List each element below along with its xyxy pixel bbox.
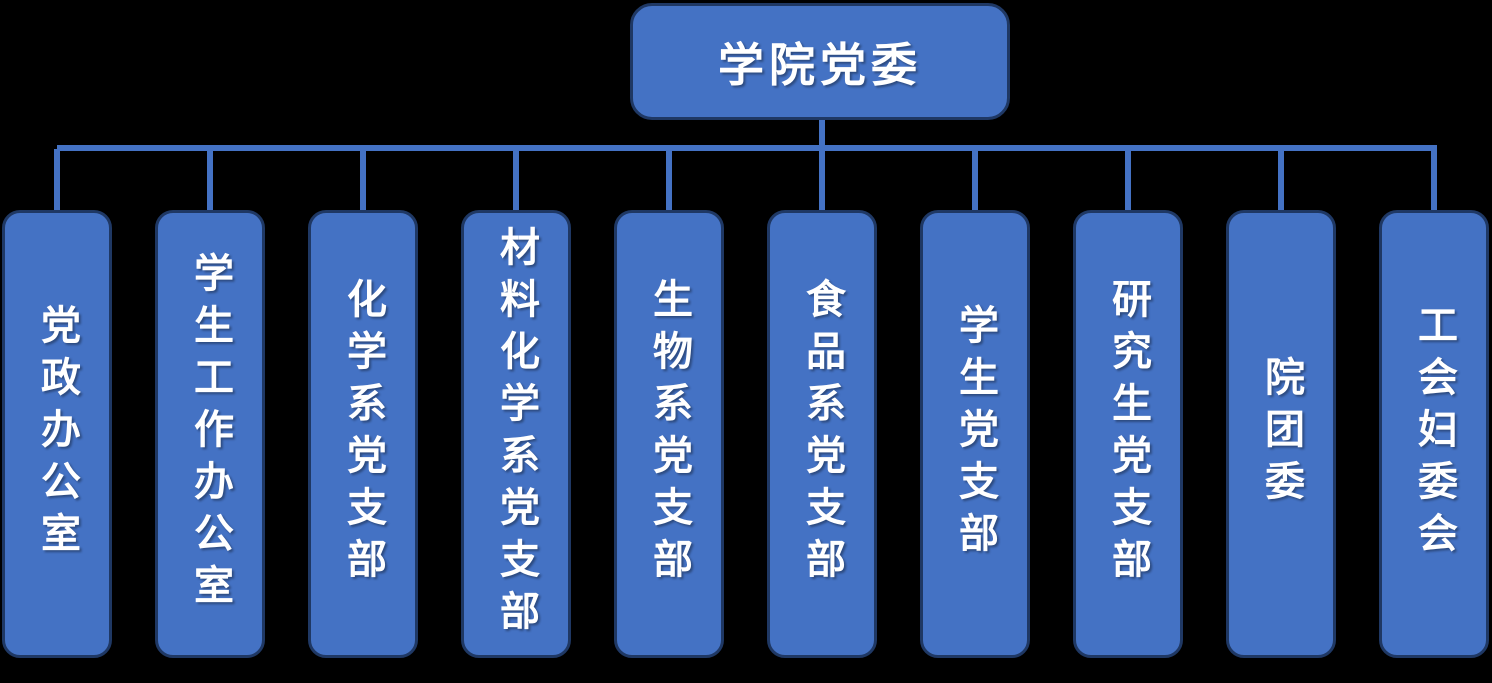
node-label: 生物系党支部 bbox=[647, 278, 691, 590]
connector-horizontal-bus bbox=[57, 145, 1437, 151]
connector-drop-1 bbox=[54, 149, 60, 211]
node-label: 学生工作办公室 bbox=[188, 252, 232, 616]
connector-drop-4 bbox=[513, 149, 519, 211]
connector-drop-9 bbox=[1278, 149, 1284, 211]
node-union-womens-committee: 工会妇委会 bbox=[1379, 210, 1489, 658]
node-food-science-dept-party-branch: 食品系党支部 bbox=[767, 210, 877, 658]
node-label: 工会妇委会 bbox=[1412, 304, 1456, 564]
connector-drop-2 bbox=[207, 149, 213, 211]
connector-drop-8 bbox=[1125, 149, 1131, 211]
connector-trunk bbox=[819, 120, 825, 150]
node-label: 研究生党支部 bbox=[1106, 278, 1150, 590]
connector-drop-10 bbox=[1431, 149, 1437, 211]
node-label: 化学系党支部 bbox=[341, 278, 385, 590]
root-node-college-party-committee: 学院党委 bbox=[630, 3, 1010, 120]
connector-drop-6 bbox=[819, 149, 825, 211]
node-label: 材料化学系党支部 bbox=[494, 226, 538, 642]
node-label: 学生党支部 bbox=[953, 304, 997, 564]
root-node-label: 学院党委 bbox=[718, 38, 922, 91]
node-label: 食品系党支部 bbox=[800, 278, 844, 590]
node-biology-dept-party-branch: 生物系党支部 bbox=[614, 210, 724, 658]
node-college-youth-league: 院团委 bbox=[1226, 210, 1336, 658]
node-label: 党政办公室 bbox=[35, 304, 79, 564]
node-student-party-branch: 学生党支部 bbox=[920, 210, 1030, 658]
connector-drop-5 bbox=[666, 149, 672, 211]
node-student-affairs-office: 学生工作办公室 bbox=[155, 210, 265, 658]
node-party-government-office: 党政办公室 bbox=[2, 210, 112, 658]
connector-drop-7 bbox=[972, 149, 978, 211]
node-materials-chemistry-dept-party-branch: 材料化学系党支部 bbox=[461, 210, 571, 658]
connector-drop-3 bbox=[360, 149, 366, 211]
node-graduate-student-party-branch: 研究生党支部 bbox=[1073, 210, 1183, 658]
node-chemistry-dept-party-branch: 化学系党支部 bbox=[308, 210, 418, 658]
node-label: 院团委 bbox=[1259, 356, 1303, 512]
